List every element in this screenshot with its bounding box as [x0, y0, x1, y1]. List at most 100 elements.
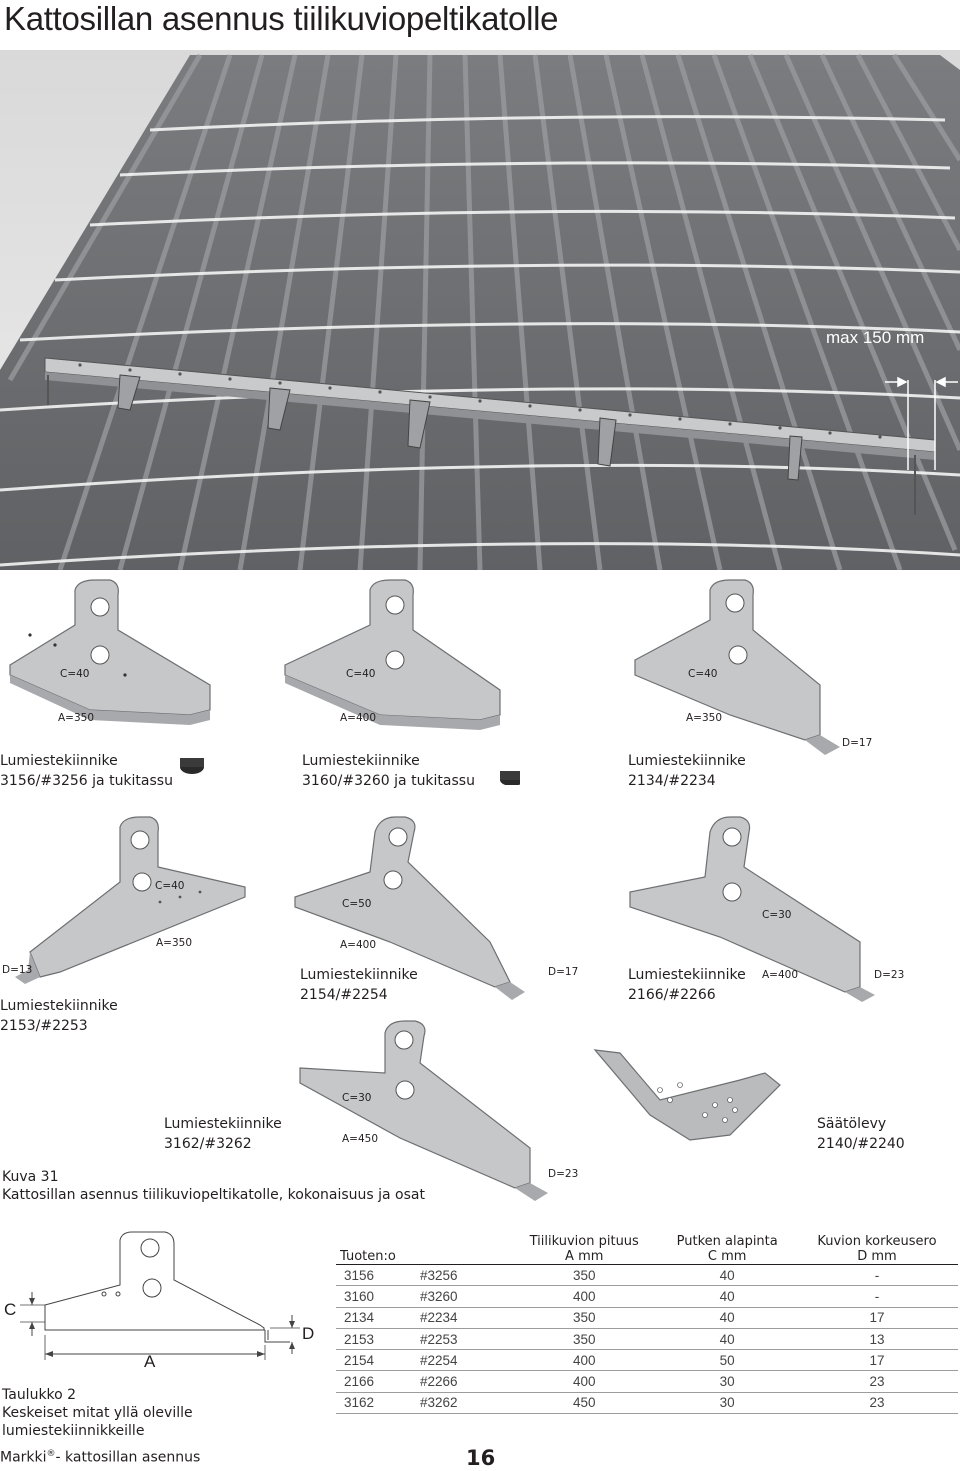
adjust-plate-drawing	[593, 1049, 781, 1141]
part-code-5: 2154/#2254	[300, 987, 388, 1003]
dim-a-7: A=450	[342, 1133, 379, 1145]
footer-suffix: - kattosillan asennus	[55, 1449, 201, 1466]
cell-c: 40	[658, 1328, 796, 1351]
cell-alt-code: #3260	[420, 1285, 510, 1308]
cell-alt-code: #2253	[420, 1328, 510, 1351]
page-number: 16	[466, 1446, 496, 1470]
cell-c: 40	[658, 1307, 796, 1329]
part-name-4: Lumiestekiinnike	[0, 998, 118, 1014]
table-row: 3156 #3256 350 40 -	[336, 1264, 958, 1287]
cell-a: 350	[510, 1328, 659, 1351]
dim-d-6: D=23	[874, 969, 905, 981]
cell-a: 400	[510, 1285, 659, 1308]
part-code-6: 2166/#2266	[628, 987, 716, 1003]
cell-code: 2154	[336, 1349, 420, 1372]
cell-alt-code: #3256	[420, 1264, 510, 1287]
part-code-2: 3160/#3260 ja tukitassu	[302, 773, 475, 789]
dim-c-3: C=40	[688, 668, 718, 680]
cell-code: 3162	[336, 1392, 420, 1415]
bracket-2154-drawing	[294, 816, 525, 1000]
dim-a-4: A=350	[156, 937, 193, 949]
bracket-2134-drawing	[634, 579, 840, 755]
cell-code: 2166	[336, 1370, 420, 1393]
table-caption-line2: lumiestekiinnikkeille	[2, 1423, 145, 1439]
part-code-4: 2153/#2253	[0, 1018, 88, 1034]
diagram-label-d: D	[302, 1324, 315, 1343]
part-code-8: 2140/#2240	[817, 1136, 905, 1152]
part-name-5: Lumiestekiinnike	[300, 967, 418, 983]
dim-a-5: A=400	[340, 939, 377, 951]
footer-brand: Markki	[0, 1449, 47, 1466]
dim-d-3: D=17	[842, 737, 873, 749]
figure-caption: Kattosillan asennus tiilikuviopeltikatol…	[2, 1187, 425, 1203]
cell-alt-code: #2266	[420, 1370, 510, 1393]
dim-d-4: D=13	[2, 964, 33, 976]
dim-a-6: A=400	[762, 969, 799, 981]
cell-c: 50	[658, 1349, 796, 1372]
table-caption-line1: Keskeiset mitat yllä oleville	[2, 1405, 193, 1421]
cell-a: 400	[510, 1370, 659, 1393]
dim-d-5: D=17	[548, 966, 579, 978]
cell-a: 450	[510, 1392, 659, 1415]
table-row: 2154 #2254 400 50 17	[336, 1349, 958, 1372]
dim-a-3: A=350	[686, 712, 723, 724]
cell-code: 2153	[336, 1328, 420, 1351]
part-name-1: Lumiestekiinnike	[0, 753, 118, 769]
table-row: 3162 #3262 450 30 23	[336, 1392, 958, 1415]
roof-image	[0, 50, 960, 571]
cell-d: 23	[795, 1370, 958, 1393]
dim-c-5: C=50	[342, 898, 372, 910]
roof-bridge-rail	[44, 357, 936, 515]
part-name-8: Säätölevy	[817, 1116, 887, 1132]
dim-a-1: A=350	[58, 712, 95, 724]
bracket-3162-drawing	[299, 1020, 548, 1201]
figure-number: Kuva 31	[2, 1169, 59, 1185]
cell-alt-code: #2234	[420, 1307, 510, 1329]
cell-a: 350	[510, 1307, 659, 1329]
cell-c: 30	[658, 1392, 796, 1415]
dim-d-7: D=23	[548, 1168, 579, 1180]
table-row: 2134 #2234 350 40 17	[336, 1307, 958, 1329]
cell-d: 23	[795, 1392, 958, 1415]
part-name-2: Lumiestekiinnike	[302, 753, 420, 769]
cell-code: 3156	[336, 1264, 420, 1287]
header-product-no: Tuoten:o	[336, 1232, 510, 1265]
dim-c-6: C=30	[762, 909, 792, 921]
max-distance-label: max 150 mm	[826, 328, 925, 347]
dim-c-2: C=40	[346, 668, 376, 680]
bracket-3156-drawing	[9, 579, 211, 774]
cell-c: 30	[658, 1370, 796, 1393]
bracket-2153-drawing	[15, 816, 246, 984]
cell-d: -	[795, 1285, 958, 1308]
dim-a-2: A=400	[340, 712, 377, 724]
cell-alt-code: #2254	[420, 1349, 510, 1372]
cell-code: 2134	[336, 1307, 420, 1329]
cell-c: 40	[658, 1285, 796, 1308]
table-row: 2153 #2253 350 40 13	[336, 1328, 958, 1351]
table-row: 2166 #2266 400 30 23	[336, 1370, 958, 1393]
cell-code: 3160	[336, 1285, 420, 1308]
page-title: Kattosillan asennus tiilikuviopeltikatol…	[4, 0, 559, 37]
cell-a: 400	[510, 1349, 659, 1372]
diagram-label-a: A	[144, 1352, 156, 1371]
part-name-3: Lumiestekiinnike	[628, 753, 746, 769]
part-name-6: Lumiestekiinnike	[628, 967, 746, 983]
part-name-7: Lumiestekiinnike	[164, 1116, 282, 1132]
roof-illustration: max 150 mm	[0, 50, 960, 571]
bracket-3160-drawing	[284, 579, 520, 785]
footer-text: Markki®- kattosillan asennus	[0, 1449, 200, 1466]
dimension-diagram	[20, 1231, 300, 1360]
cell-c: 40	[658, 1264, 796, 1287]
dim-c-1: C=40	[60, 668, 90, 680]
cell-d: 17	[795, 1307, 958, 1329]
part-code-7: 3162/#3262	[164, 1136, 252, 1152]
cell-d: 13	[795, 1328, 958, 1351]
cell-a: 350	[510, 1264, 659, 1287]
table-number: Taulukko 2	[2, 1387, 77, 1403]
cell-d: 17	[795, 1349, 958, 1372]
dim-c-7: C=30	[342, 1092, 372, 1104]
